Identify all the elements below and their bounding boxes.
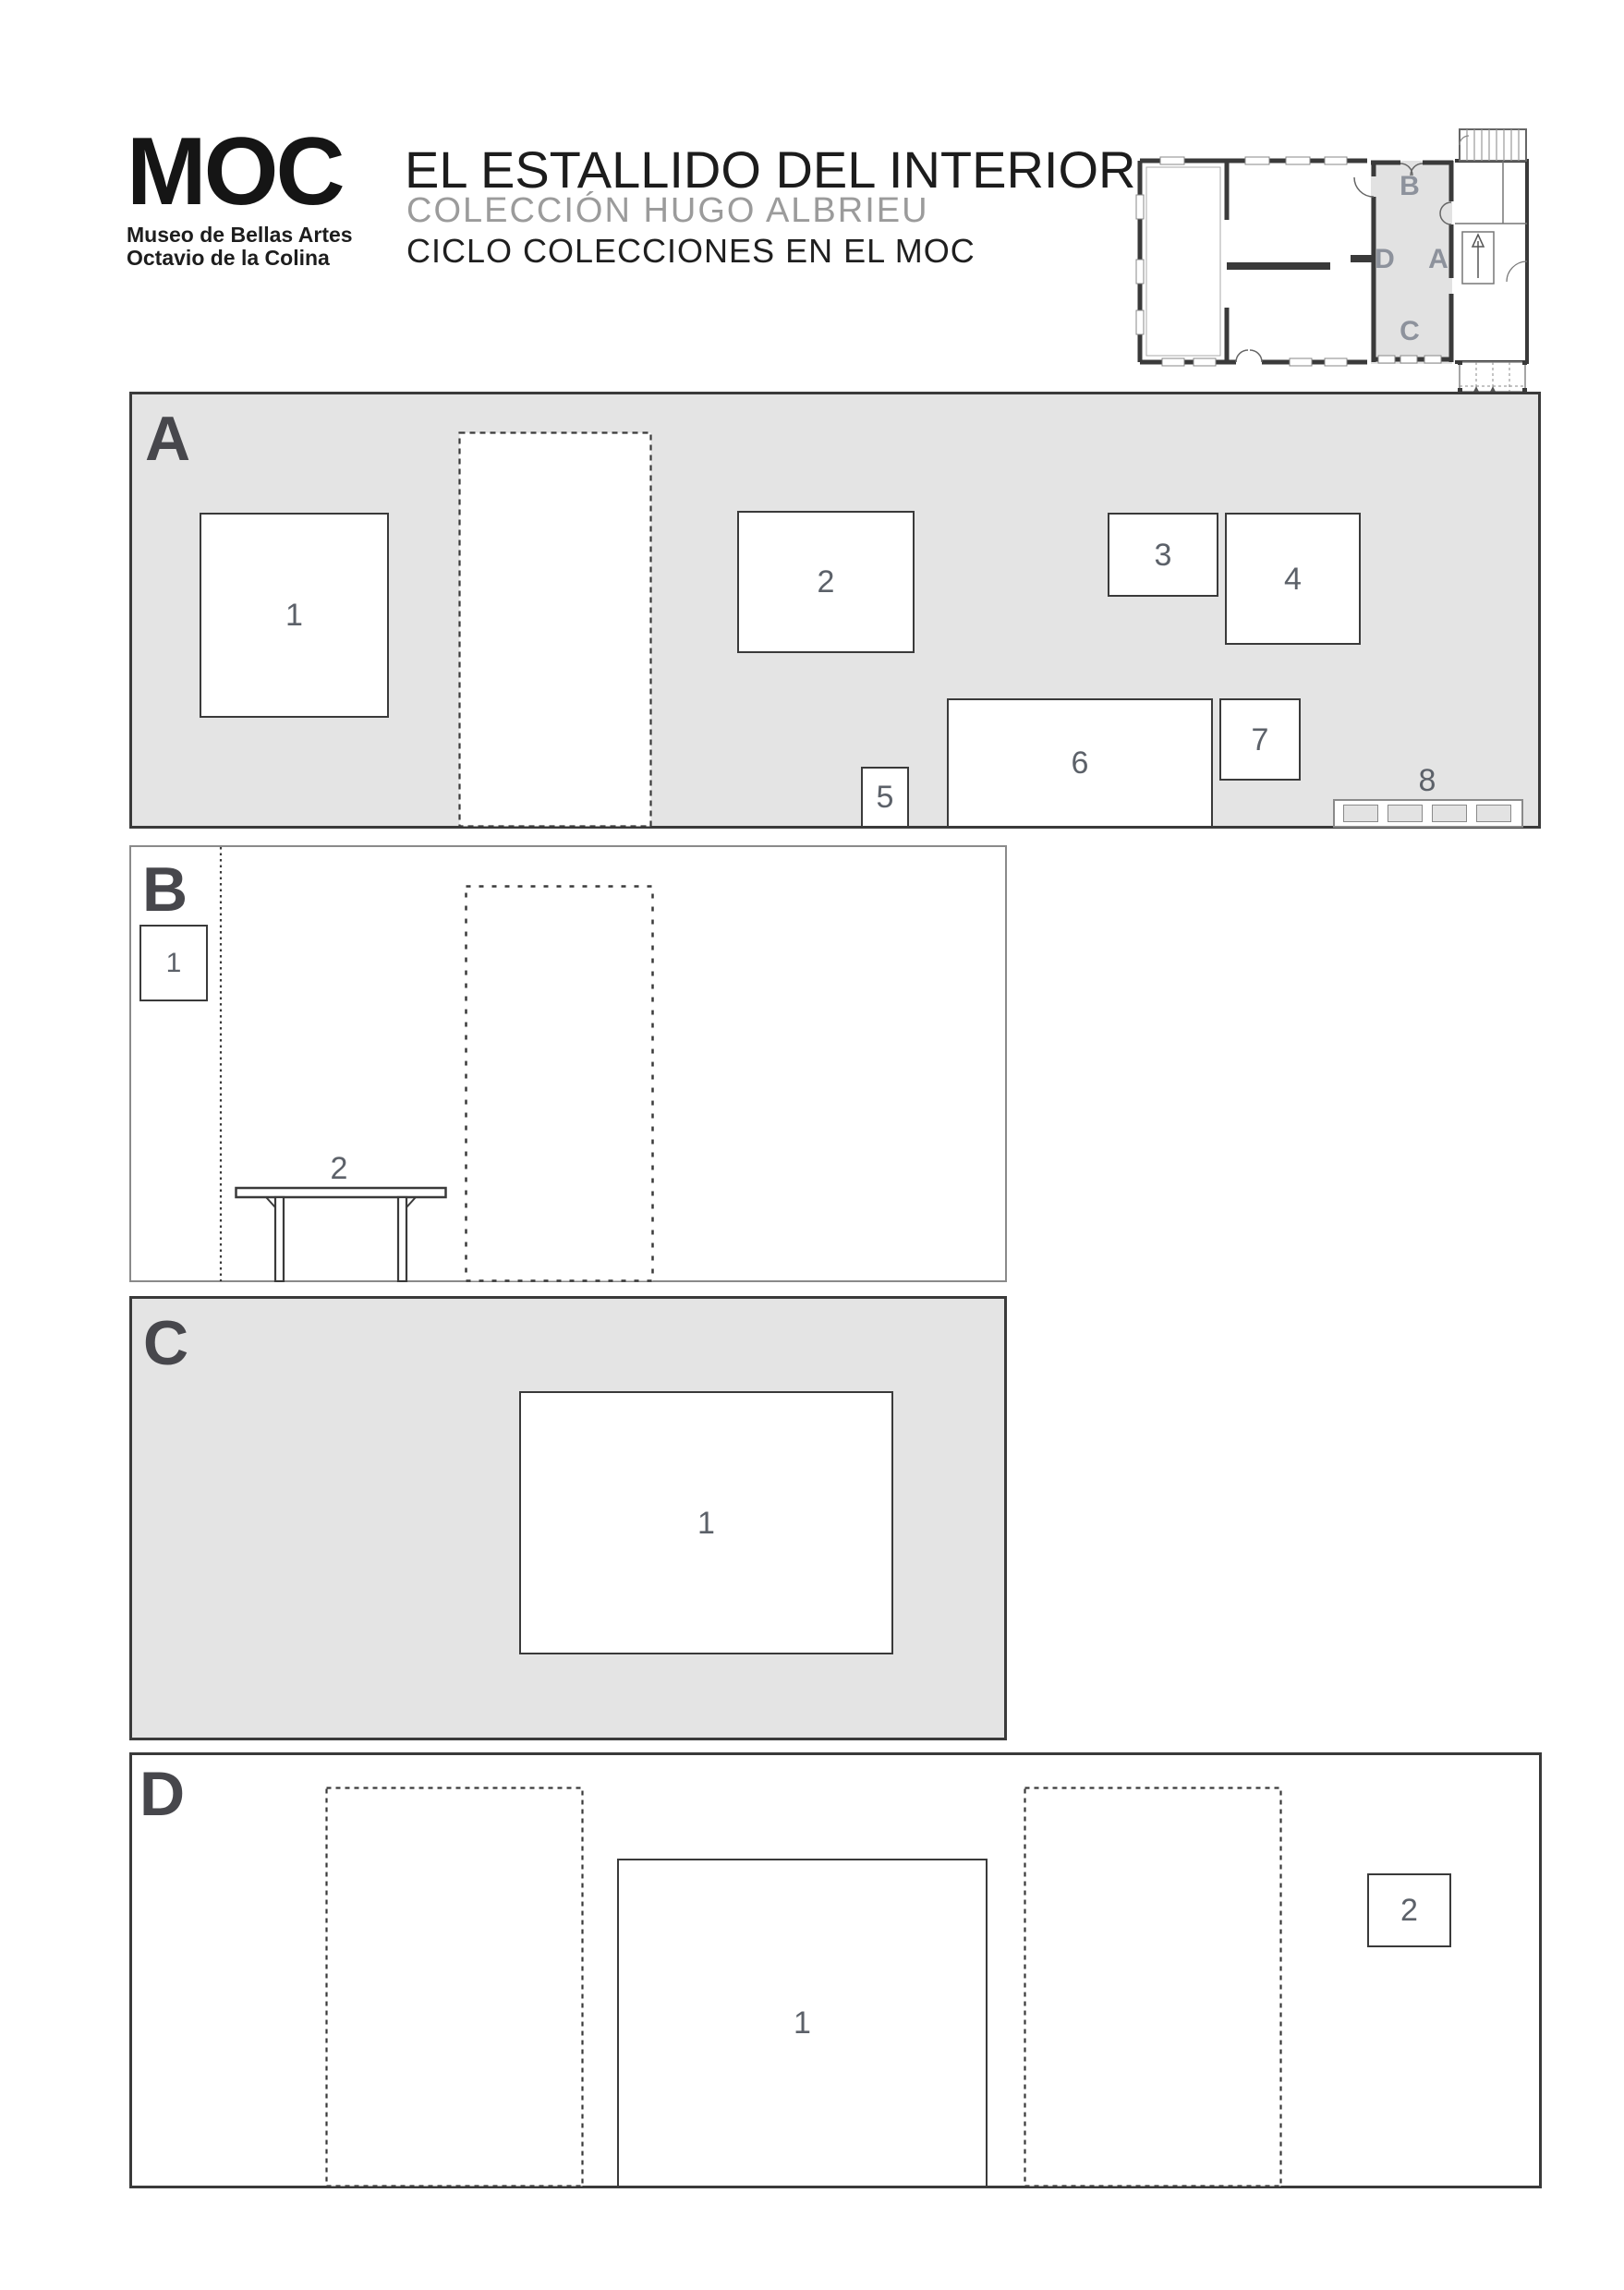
divider-dotted-line	[219, 847, 223, 1281]
artwork-a6: 6	[947, 698, 1213, 828]
rack-a8-number: 8	[1418, 763, 1436, 798]
floor-plan: B D A C	[1135, 128, 1529, 393]
rack-slot	[1476, 805, 1511, 822]
artwork-d2: 2	[1367, 1873, 1451, 1947]
artwork-a4-number: 4	[1284, 561, 1302, 597]
artwork-d1-number: 1	[794, 2005, 811, 2041]
plan-stair-arrow-head	[1471, 233, 1485, 248]
page-subtitle: COLECCIÓN HUGO ALBRIEU	[406, 191, 929, 230]
plan-right-wing-walls	[1455, 161, 1527, 224]
plan-stair-box	[1461, 231, 1495, 285]
plan-room-label-b: B	[1400, 171, 1420, 201]
section-a-letter: A	[145, 404, 191, 474]
artwork-a7: 7	[1219, 698, 1301, 781]
plan-windows	[1135, 156, 1442, 367]
plan-right-wing	[1455, 159, 1529, 364]
artwork-a4: 4	[1225, 513, 1361, 645]
plan-right-door-arc	[1506, 261, 1528, 283]
plan-room-label-d: D	[1375, 244, 1395, 274]
page-cycle-label: CICLO COLECCIONES EN EL MOC	[406, 232, 976, 270]
logo-acronym: MOC	[127, 118, 345, 225]
section-b-letter: B	[142, 854, 188, 925]
rack-slot	[1343, 805, 1378, 822]
plan-highlight-room	[1371, 161, 1452, 364]
reserved-zone-b	[465, 885, 654, 1282]
artwork-a5-number: 5	[876, 780, 894, 815]
section-c-letter: C	[143, 1308, 189, 1378]
plan-porch	[1458, 360, 1527, 393]
artwork-c1-number: 1	[697, 1505, 715, 1541]
rack-slot	[1432, 805, 1467, 822]
section-d-letter: D	[139, 1759, 186, 1829]
artwork-a6-number: 6	[1071, 745, 1089, 781]
plan-room-inner-line	[1145, 166, 1221, 357]
plan-room-label-c: C	[1400, 316, 1420, 346]
plan-outer-walls	[1137, 158, 1367, 365]
artwork-b1-number: 1	[165, 947, 182, 978]
artwork-a7-number: 7	[1251, 721, 1269, 757]
artwork-a1: 1	[200, 513, 389, 718]
artwork-d2-number: 2	[1400, 1893, 1418, 1928]
plan-mid-wall	[1227, 262, 1330, 270]
artwork-a2: 2	[737, 511, 915, 653]
table-b2-number: 2	[330, 1151, 348, 1186]
reserved-zone-d2	[1024, 1787, 1282, 2187]
logo-museum-line2: Octavio de la Colina	[127, 246, 330, 271]
artwork-a1-number: 1	[285, 598, 303, 633]
moc-logo: MOC Museo de Bellas Artes Octavio de la …	[127, 118, 353, 271]
artwork-a3-number: 3	[1154, 537, 1172, 573]
plan-top-stairs	[1459, 128, 1527, 162]
rack-slot	[1388, 805, 1423, 822]
plan-door-arcs	[1235, 163, 1452, 363]
plan-room-walls	[1371, 160, 1454, 362]
reserved-zone-a	[458, 431, 652, 828]
rack-a8	[1333, 799, 1523, 828]
table-icon	[235, 1186, 447, 1282]
artwork-d1: 1	[617, 1859, 988, 2187]
artwork-a3: 3	[1108, 513, 1218, 597]
artwork-c1: 1	[519, 1391, 893, 1654]
artwork-b1: 1	[139, 925, 208, 1001]
plan-room-label-a: A	[1428, 244, 1448, 274]
logo-museum-line1: Museo de Bellas Artes	[127, 223, 353, 248]
page-title: EL ESTALLIDO DEL INTERIOR	[405, 140, 1136, 199]
plan-stub-wall	[1351, 255, 1376, 262]
artwork-a2-number: 2	[817, 564, 835, 600]
reserved-zone-d1	[325, 1787, 584, 2187]
artwork-a5: 5	[861, 767, 909, 828]
